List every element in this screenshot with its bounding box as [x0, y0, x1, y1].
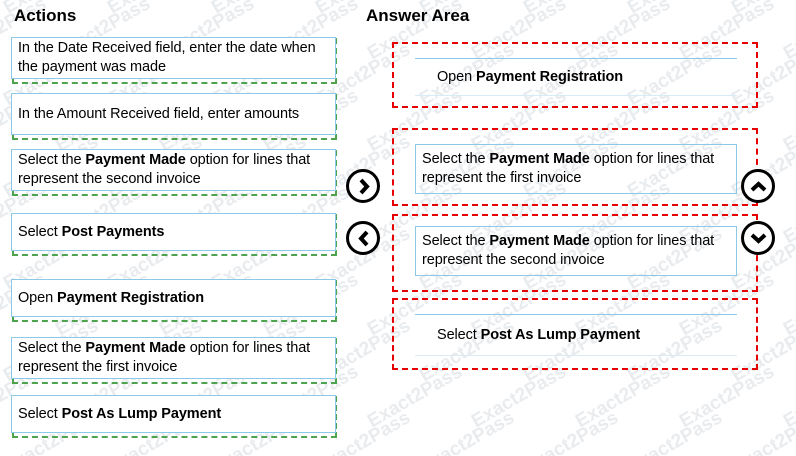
plain-text: Select the — [422, 151, 490, 167]
watermark-text: Exact2Pass — [208, 0, 311, 19]
watermark-text: Exact2Pass — [520, 407, 623, 456]
drop-zone-2[interactable]: Select the Payment Made option for lines… — [392, 128, 758, 206]
answer-post-as-lump-payment[interactable]: Select Post As Lump Payment — [415, 314, 737, 356]
plain-text: option for lines that represent the firs… — [422, 151, 715, 186]
chevron-up-icon — [750, 180, 766, 191]
action-date-received[interactable]: In the Date Received field, enter the da… — [11, 37, 337, 84]
action-tile-label: Select Post As Lump Payment — [12, 405, 225, 424]
action-payment-made-first[interactable]: Select the Payment Made option for lines… — [11, 337, 337, 384]
emphasis-text: Post As Lump Payment — [61, 405, 222, 422]
emphasis-text: Payment Made — [489, 151, 590, 167]
watermark-text: Exact2Pass — [780, 0, 796, 65]
chevron-right-icon — [359, 178, 370, 194]
action-tile-surface[interactable]: In the Amount Received field, enter amou… — [11, 93, 336, 135]
watermark-text: Exact2Pass — [520, 0, 623, 19]
plain-text: In the Amount Received field, enter amou… — [18, 105, 300, 122]
emphasis-text: Post Payments — [61, 223, 165, 240]
action-tile-label: In the Date Received field, enter the da… — [12, 39, 335, 77]
answer-payment-made-second[interactable]: Select the Payment Made option for lines… — [415, 226, 737, 276]
emphasis-text: Payment Made — [85, 340, 186, 356]
answer-tile-label: Select the Payment Made option for lines… — [416, 232, 736, 270]
plain-text: Select the — [18, 152, 86, 168]
move-left-button[interactable] — [346, 221, 380, 255]
answer-tile-label: Select the Payment Made option for lines… — [416, 150, 736, 188]
action-tile-surface[interactable]: In the Date Received field, enter the da… — [11, 37, 336, 79]
watermark-text: Exact2Pass — [624, 407, 727, 456]
answer-open-payment-registration[interactable]: Open Payment Registration — [415, 58, 737, 96]
answer-tile-label: Open Payment Registration — [415, 68, 737, 87]
drop-zone-3[interactable]: Select the Payment Made option for lines… — [392, 214, 758, 292]
plain-text: option for lines that represent the seco… — [18, 152, 311, 187]
watermark-text: Exact2Pass — [104, 0, 207, 19]
plain-text: Select — [437, 326, 481, 343]
emphasis-text: Payment Registration — [476, 68, 624, 85]
action-tile-surface[interactable]: Open Payment Registration — [11, 279, 336, 317]
action-tile-surface[interactable]: Select Post Payments — [11, 213, 336, 251]
action-tile-surface[interactable]: Select Post As Lump Payment — [11, 395, 336, 433]
watermark-text: Exact2Pass — [780, 85, 796, 157]
move-right-button[interactable] — [346, 169, 380, 203]
plain-text: In the Date Received field, enter the da… — [18, 40, 316, 75]
chevron-left-icon — [357, 230, 368, 246]
watermark-text: Exact2Pass — [416, 407, 519, 456]
plain-text: Select — [18, 405, 62, 422]
plain-text: Open — [437, 68, 476, 85]
watermark-text: Exact2Pass — [780, 361, 796, 433]
watermark-text: Exact2Pass — [676, 361, 779, 433]
emphasis-text: Payment Registration — [57, 289, 205, 306]
watermark-text: Exact2Pass — [468, 361, 571, 433]
action-post-as-lump-payment[interactable]: Select Post As Lump Payment — [11, 395, 337, 438]
watermark-text: Exact2Pass — [728, 407, 796, 456]
drop-zone-1[interactable]: Open Payment Registration — [392, 42, 758, 108]
plain-text: Select the — [18, 340, 86, 356]
action-tile-label: Select the Payment Made option for lines… — [12, 151, 335, 189]
action-tile-label: In the Amount Received field, enter amou… — [12, 105, 303, 124]
move-down-button[interactable] — [741, 221, 775, 255]
watermark-text: Exact2Pass — [572, 361, 675, 433]
move-up-button[interactable] — [741, 169, 775, 203]
plain-text: option for lines that represent the seco… — [422, 233, 715, 268]
emphasis-text: Post As Lump Payment — [480, 326, 641, 343]
action-tile-label: Select the Payment Made option for lines… — [12, 339, 335, 377]
action-tile-label: Select Post Payments — [12, 223, 168, 242]
action-open-payment-registration[interactable]: Open Payment Registration — [11, 279, 337, 322]
watermark-text: Exact2Pass — [624, 0, 727, 19]
chevron-down-icon — [750, 233, 766, 244]
action-amount-received[interactable]: In the Amount Received field, enter amou… — [11, 93, 337, 140]
answer-payment-made-first[interactable]: Select the Payment Made option for lines… — [415, 144, 737, 194]
action-payment-made-second[interactable]: Select the Payment Made option for lines… — [11, 149, 337, 196]
plain-text: option for lines that represent the firs… — [18, 340, 311, 375]
action-tile-surface[interactable]: Select the Payment Made option for lines… — [11, 149, 336, 191]
drop-zone-4[interactable]: Select Post As Lump Payment — [392, 298, 758, 370]
emphasis-text: Payment Made — [85, 152, 186, 168]
watermark-text: Exact2Pass — [728, 0, 796, 19]
watermark-text: Exact2Pass — [780, 177, 796, 249]
answer-tile-label: Select Post As Lump Payment — [415, 326, 737, 345]
answer-area-column-header: Answer Area — [366, 6, 470, 25]
plain-text: Select the — [422, 233, 490, 249]
action-tile-surface[interactable]: Select the Payment Made option for lines… — [11, 337, 336, 379]
watermark-text: Exact2Pass — [780, 269, 796, 341]
watermark-text: Exact2Pass — [364, 361, 467, 433]
emphasis-text: Payment Made — [489, 233, 590, 249]
action-post-payments[interactable]: Select Post Payments — [11, 213, 337, 256]
plain-text: Select — [18, 223, 62, 240]
plain-text: Open — [18, 289, 57, 306]
action-tile-label: Open Payment Registration — [12, 289, 208, 308]
actions-column-header: Actions — [14, 6, 77, 25]
